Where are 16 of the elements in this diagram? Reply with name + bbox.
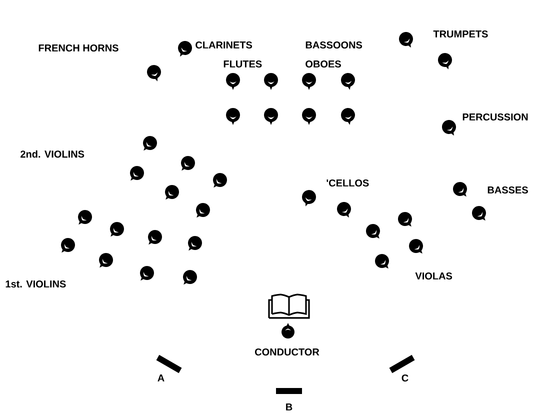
section-label: VIOLAS bbox=[415, 272, 452, 280]
section-label: 2nd. VIOLINS bbox=[20, 150, 84, 158]
section-label: 1st. VIOLINS bbox=[6, 280, 66, 288]
section-label: FRENCH HORNS bbox=[38, 44, 118, 52]
section-label: BASSOONS bbox=[306, 41, 362, 49]
section-label: TRUMPETS bbox=[433, 30, 488, 38]
section-label: CONDUCTOR bbox=[255, 348, 320, 356]
section-label: A bbox=[158, 374, 164, 382]
section-label: CLARINETS bbox=[196, 41, 252, 49]
section-label: B bbox=[286, 404, 292, 410]
section-label: PERCUSSION bbox=[462, 113, 528, 121]
section-label: BASSES bbox=[488, 186, 528, 194]
section-label: 'CELLOS bbox=[326, 179, 369, 187]
section-label: OBOES bbox=[306, 60, 341, 68]
section-label: C bbox=[402, 374, 408, 382]
section-label: FLUTES bbox=[224, 60, 262, 68]
